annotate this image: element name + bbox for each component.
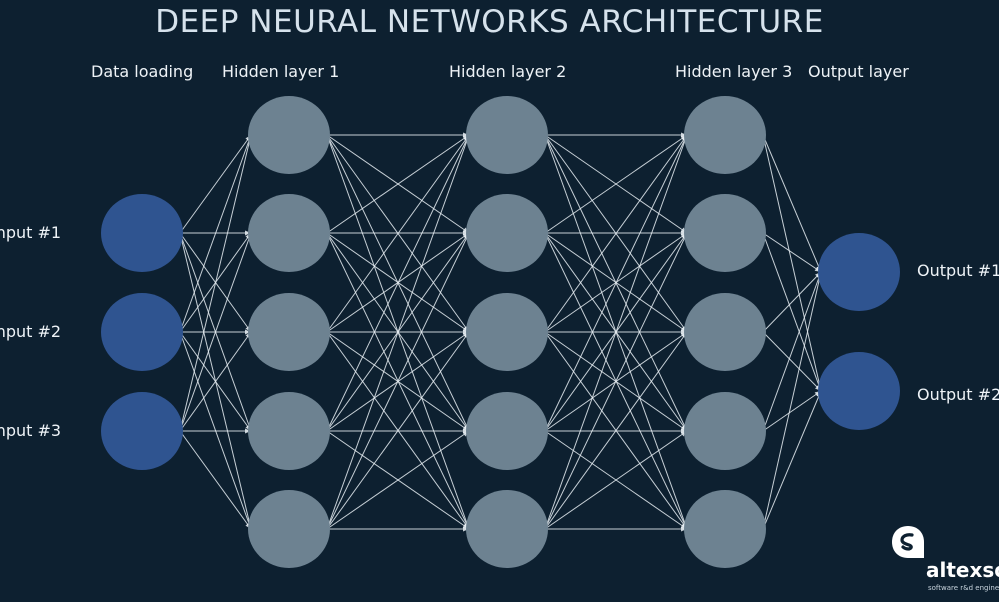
hidden-node-layer3-4	[684, 392, 766, 470]
edge-l2-4-to-1	[544, 232, 688, 530]
layer-label-hidden-2: Hidden layer 2	[449, 62, 567, 81]
layer-label-data-loading: Data loading	[91, 62, 194, 81]
hidden-node-layer1-3	[248, 293, 330, 371]
edge-l1-4-to-0	[326, 134, 470, 530]
input-node-layer0-3	[101, 392, 183, 470]
nodes-group	[101, 96, 900, 568]
edge-l3-4-to-0	[762, 271, 822, 530]
edge-l2-2-to-0	[544, 134, 688, 333]
input-label-2: Input #2	[0, 322, 62, 341]
edge-l3-4-to-1	[762, 390, 822, 530]
hidden-node-layer3-3	[684, 293, 766, 371]
input-node-layer0-2	[101, 293, 183, 371]
hidden-node-layer1-2	[248, 194, 330, 272]
hidden-node-layer2-4	[466, 392, 548, 470]
edge-l1-1-to-0	[326, 134, 470, 234]
output-label-2: Output #2	[917, 385, 999, 404]
edge-l0-2-to-2	[179, 331, 252, 432]
hidden-node-layer3-5	[684, 490, 766, 568]
layer-label-output: Output layer	[808, 62, 909, 81]
input-label-3: Input #3	[0, 421, 62, 440]
edge-l3-3-to-0	[762, 271, 822, 432]
edge-l0-2-to-1	[179, 232, 252, 432]
company-logo: altexsoft software r&d engineering	[890, 524, 999, 602]
layer-label-hidden-1: Hidden layer 1	[222, 62, 340, 81]
hidden-node-layer2-3	[466, 293, 548, 371]
logo-wordmark: altexsoft	[926, 558, 999, 582]
edge-l1-4-to-2	[326, 331, 470, 530]
edge-l1-2-to-0	[326, 134, 470, 333]
output-node-layer4-2	[818, 352, 900, 430]
edge-l0-2-to-0	[179, 134, 252, 432]
edge-l2-1-to-0	[544, 134, 688, 234]
edge-l2-3-to-0	[544, 134, 688, 432]
output-label-1: Output #1	[917, 261, 999, 280]
edge-l0-0-to-0	[179, 134, 252, 234]
edge-l3-2-to-0	[762, 271, 822, 333]
hidden-node-layer2-5	[466, 490, 548, 568]
diagram-title: DEEP NEURAL NETWORKS ARCHITECTURE	[155, 4, 824, 40]
hidden-node-layer2-2	[466, 194, 548, 272]
input-node-layer0-1	[101, 194, 183, 272]
edge-l1-3-to-0	[326, 134, 470, 432]
edge-l3-2-to-1	[762, 331, 822, 392]
edge-l3-0-to-1	[762, 134, 822, 392]
edge-l3-1-to-0	[762, 232, 822, 273]
edge-l0-2-to-4	[179, 430, 252, 530]
layer-label-hidden-3: Hidden layer 3	[675, 62, 793, 81]
edge-l2-4-to-3	[544, 430, 688, 530]
hidden-node-layer3-2	[684, 194, 766, 272]
edge-l1-4-to-3	[326, 430, 470, 530]
hidden-node-layer1-5	[248, 490, 330, 568]
edge-l3-3-to-1	[762, 390, 822, 432]
edge-l1-4-to-1	[326, 232, 470, 530]
input-label-1: Input #1	[0, 223, 62, 242]
hidden-node-layer1-4	[248, 392, 330, 470]
logo-mark-icon	[892, 526, 924, 558]
hidden-node-layer2-1	[466, 96, 548, 174]
edge-l3-0-to-0	[762, 134, 822, 273]
hidden-node-layer1-1	[248, 96, 330, 174]
edge-l2-4-to-0	[544, 134, 688, 530]
edge-l3-1-to-1	[762, 232, 822, 392]
logo-tagline: software r&d engineering	[928, 584, 999, 592]
edge-l2-4-to-2	[544, 331, 688, 530]
output-node-layer4-1	[818, 233, 900, 311]
hidden-node-layer3-1	[684, 96, 766, 174]
edge-l0-1-to-0	[179, 134, 252, 333]
